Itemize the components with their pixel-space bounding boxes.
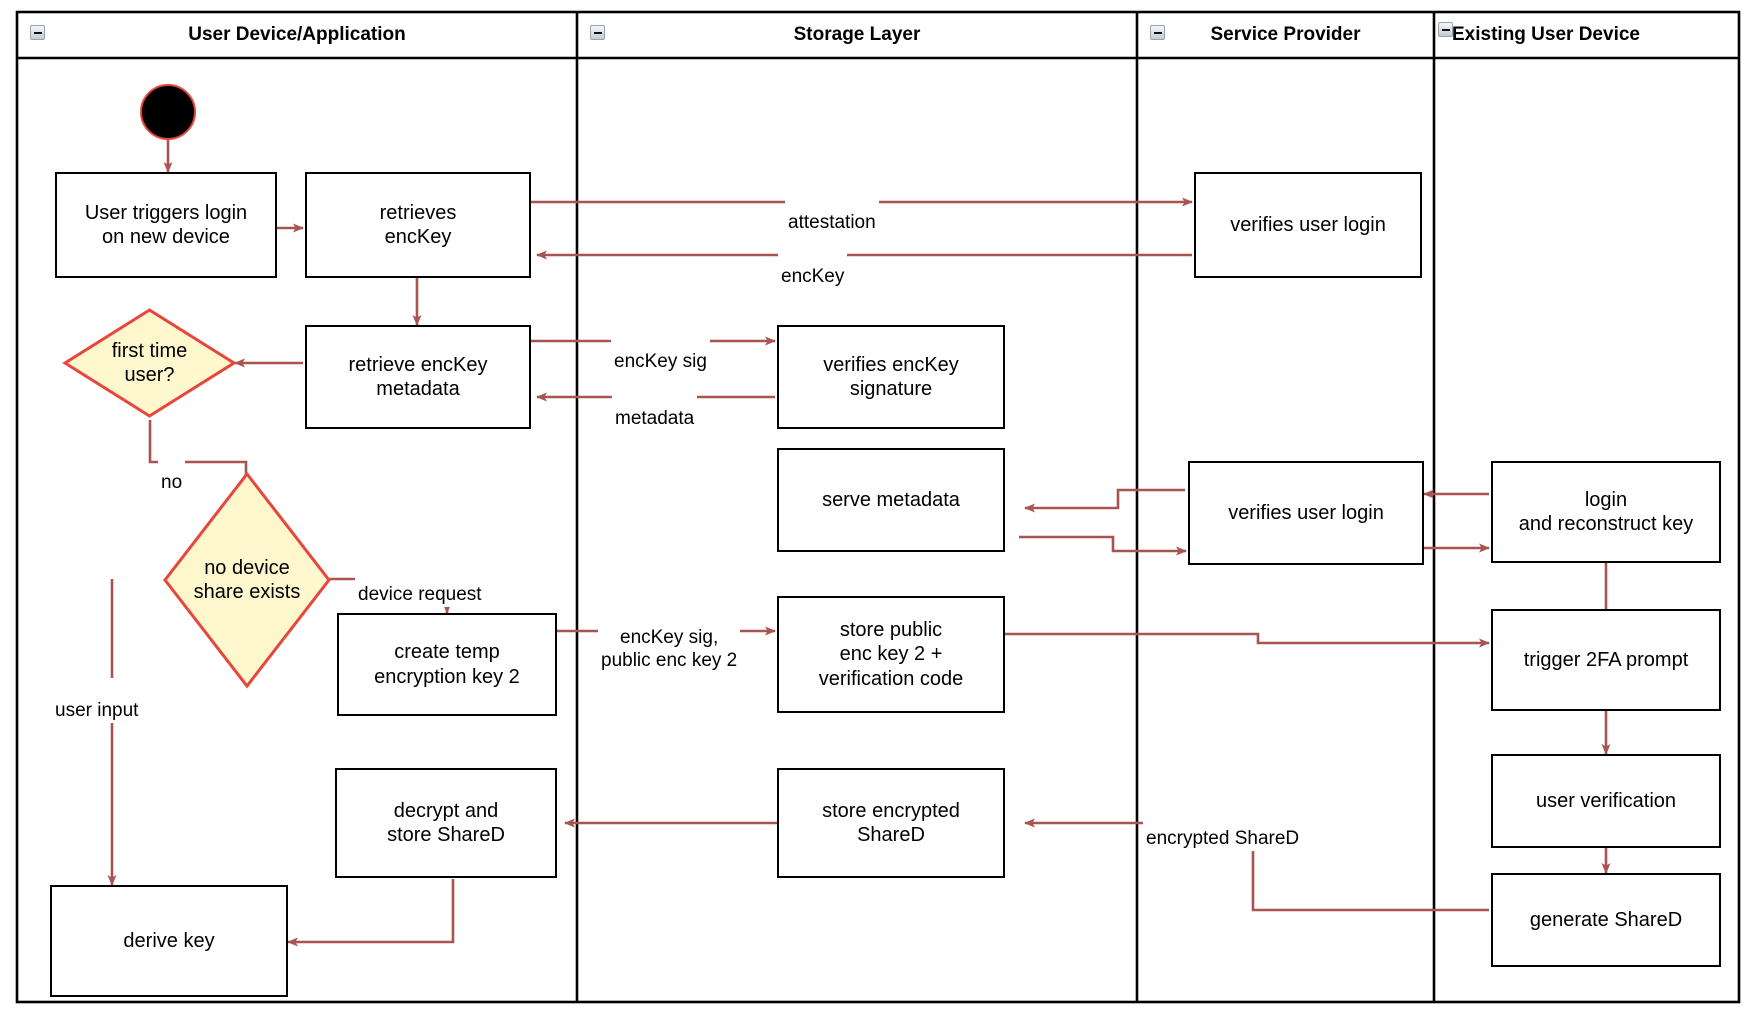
collapse-minus-icon[interactable] — [590, 25, 605, 40]
node-login-and-reconstruct-key[interactable]: login and reconstruct key — [1491, 461, 1721, 563]
edge-label-text: encKey sig, public enc key 2 — [601, 627, 738, 671]
lane-title-user-device: User Device/Application — [188, 24, 406, 45]
decision-first-time-user[interactable]: first time user? — [62, 307, 237, 419]
edge-label-enckey: encKey — [778, 244, 848, 289]
edge-label-enckey-sig: encKey sig — [611, 329, 710, 374]
collapse-minus-icon[interactable] — [1150, 25, 1165, 40]
node-label: verifies user login — [1228, 501, 1384, 524]
edge-label-no: no — [158, 450, 186, 495]
node-verifies-user-login-2[interactable]: verifies user login — [1188, 461, 1424, 565]
collapse-minus-icon[interactable] — [30, 25, 45, 40]
node-label: retrieves encKey — [379, 201, 457, 248]
edge-label-text: device request — [358, 584, 482, 606]
node-label: serve metadata — [822, 488, 960, 511]
decision-no-device-share-exists[interactable]: no device share exists — [161, 470, 333, 690]
edge-encrypted-shared — [1024, 818, 1489, 912]
node-user-verification[interactable]: user verification — [1491, 754, 1721, 848]
edge-label-text: no — [161, 472, 183, 494]
edge-label-text: encKey — [781, 266, 845, 288]
node-verifies-enckey-signature[interactable]: verifies encKey signature — [777, 325, 1005, 429]
collapse-minus-icon[interactable] — [1438, 22, 1453, 37]
node-label: user verification — [1535, 789, 1677, 812]
node-retrieves-enckey[interactable]: retrieves encKey — [305, 172, 531, 278]
lane-header-user-device[interactable]: User Device/Application — [19, 14, 575, 56]
decision-label: first time user? — [111, 340, 188, 386]
lane-title-service-provider: Service Provider — [1210, 24, 1361, 45]
edge-decrypt-to-derivekey — [287, 879, 455, 947]
node-label: User triggers login on new device — [84, 201, 248, 248]
edge-servemeta-to-verifies2 — [1019, 535, 1187, 556]
edge-label-device-request: device request — [355, 562, 485, 607]
lane-header-service-provider[interactable]: Service Provider — [1139, 14, 1432, 56]
node-label: verifies encKey signature — [823, 353, 959, 400]
node-decrypt-and-store-shared[interactable]: decrypt and store ShareD — [335, 768, 557, 878]
lane-title-storage: Storage Layer — [793, 24, 921, 45]
edge-label-enckey-sig-public-enc-key-2: encKey sig, public enc key 2 — [598, 605, 741, 673]
node-label: decrypt and store ShareD — [387, 799, 505, 846]
node-label: store encrypted ShareD — [822, 799, 960, 846]
edge-label-metadata: metadata — [612, 386, 698, 431]
edge-label-text: metadata — [615, 408, 695, 430]
node-store-encrypted-shared[interactable]: store encrypted ShareD — [777, 768, 1005, 878]
node-serve-metadata[interactable]: serve metadata — [777, 448, 1005, 552]
edge-label-user-input: user input — [52, 678, 142, 723]
swimlane-frame — [15, 10, 1741, 1004]
decision-shape — [163, 471, 331, 689]
decision-label: no device share exists — [193, 557, 301, 603]
edge-label-attestation: attestation — [785, 190, 879, 235]
edge-label-encrypted-shared: encrypted ShareD — [1143, 806, 1303, 851]
node-create-temp-encryption-key-2[interactable]: create temp encryption key 2 — [337, 613, 557, 716]
node-label: generate ShareD — [1529, 908, 1683, 931]
edge-label-text: encKey sig — [614, 351, 707, 373]
node-label: retrieve encKey metadata — [348, 353, 488, 400]
node-label: create temp encryption key 2 — [374, 641, 520, 688]
decision-shape — [62, 308, 237, 418]
lane-header-storage[interactable]: Storage Layer — [579, 14, 1135, 56]
node-label: trigger 2FA prompt — [1523, 648, 1689, 671]
node-user-triggers-login[interactable]: User triggers login on new device — [55, 172, 277, 278]
node-label: verifies user login — [1230, 213, 1386, 236]
node-label: store public enc key 2 + verification co… — [818, 618, 964, 690]
node-store-public-enc-key-2[interactable]: store public enc key 2 + verification co… — [777, 596, 1005, 713]
node-retrieve-enckey-metadata[interactable]: retrieve encKey metadata — [305, 325, 531, 429]
node-derive-key[interactable]: derive key — [50, 885, 288, 997]
edge-label-text: encrypted ShareD — [1146, 828, 1300, 850]
lane-header-existing-device[interactable]: Existing User Device — [1452, 14, 1737, 56]
node-trigger-2fa-prompt[interactable]: trigger 2FA prompt — [1491, 609, 1721, 711]
edge-verifies2-to-servemeta — [1024, 488, 1185, 513]
node-label: derive key — [123, 929, 215, 952]
edge-label-text: user input — [55, 700, 139, 722]
node-label: login and reconstruct key — [1518, 488, 1694, 535]
edge-storepub-to-trigger2fa — [1003, 632, 1490, 648]
node-verifies-user-login-1[interactable]: verifies user login — [1194, 172, 1422, 278]
start-node[interactable] — [140, 84, 196, 140]
edge-label-text: attestation — [788, 212, 876, 234]
lane-title-existing-device: Existing User Device — [1452, 24, 1640, 45]
node-generate-shared[interactable]: generate ShareD — [1491, 873, 1721, 967]
